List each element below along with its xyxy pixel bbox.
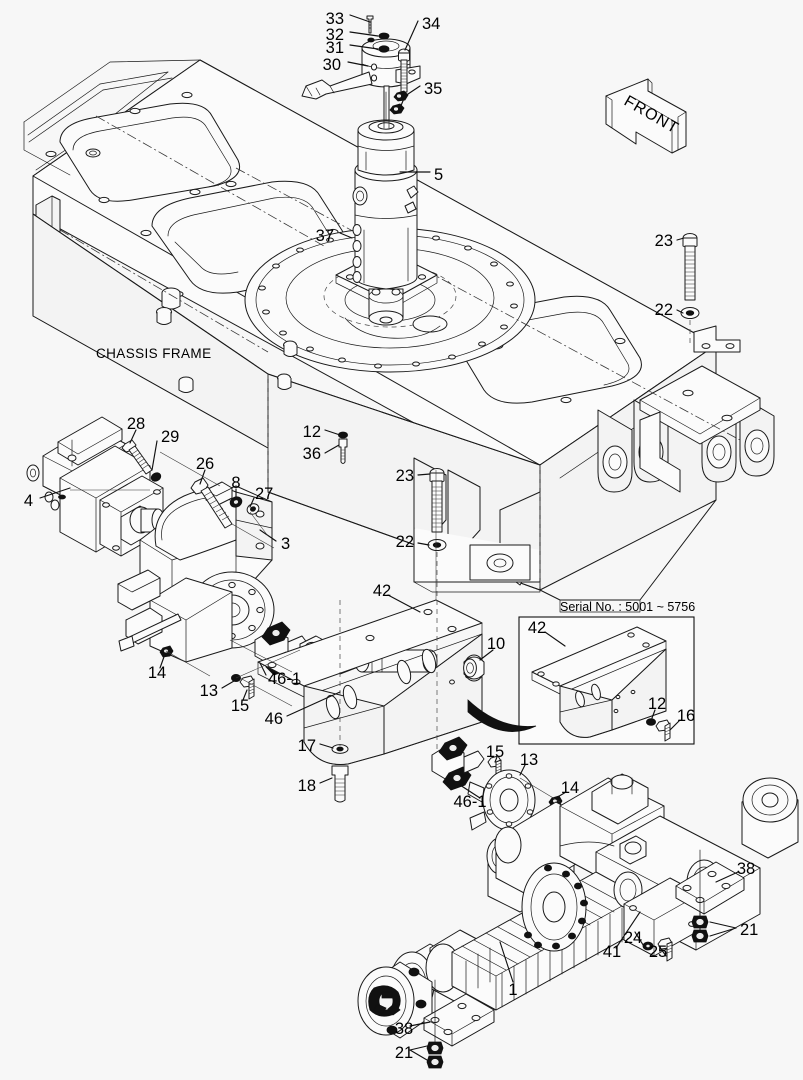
- callout-5: 5: [434, 166, 443, 184]
- frame-pins: [156, 287, 298, 393]
- callout-46-1-left: 46-1: [268, 670, 301, 688]
- callout-12: 12: [303, 423, 321, 441]
- deck-cutout-left: [45, 91, 240, 204]
- callout-21-left: 21: [395, 1044, 413, 1062]
- callout-28: 28: [127, 415, 145, 433]
- swing-control-group: [301, 15, 421, 121]
- part-21-nuts-left: [426, 1041, 444, 1069]
- part-18-bolt: [331, 765, 349, 803]
- part-28-bolt: [121, 439, 153, 475]
- callout-23-right: 23: [655, 232, 673, 250]
- part-16-bolt-inset: [655, 719, 671, 742]
- part-38-mount-plate-left: [423, 993, 495, 1047]
- inset-reference-swoosh: [467, 699, 537, 732]
- callout-32: 32: [326, 26, 344, 44]
- callout-15-left: 15: [231, 697, 249, 715]
- callout-18: 18: [298, 777, 316, 795]
- hub-flange-lower: [467, 769, 536, 831]
- part-23-bolt-center: [429, 468, 445, 533]
- travel-pump-assembly-3: [117, 481, 275, 663]
- serial-inset-box: Serial No. : 5001 ~ 5756: [518, 600, 695, 745]
- callout-15-lower: 15: [486, 743, 504, 761]
- part-29-washer: [150, 472, 162, 482]
- callout-13-left: 13: [200, 682, 218, 700]
- rear-bolt-bracket: [693, 325, 741, 353]
- callout-14-lower: 14: [561, 779, 579, 797]
- part-8-washer: [229, 496, 243, 508]
- part-22-washer-right: [680, 307, 700, 319]
- part-23-bolt-right: [682, 233, 698, 301]
- part-22-washer-center: [427, 539, 447, 551]
- part-38-mount-plate-right: [675, 861, 745, 915]
- callout-26: 26: [196, 455, 214, 473]
- callout-23-center: 23: [396, 467, 414, 485]
- callout-21-right: 21: [740, 921, 758, 939]
- callout-17: 17: [298, 737, 316, 755]
- part-31-nut: [378, 45, 390, 53]
- callout-37: 37: [316, 227, 334, 245]
- front-direction-arrow: FRONT: [605, 78, 687, 154]
- callout-3: 3: [281, 535, 290, 553]
- callout-14-left: 14: [148, 664, 166, 682]
- swing-motor-assembly-5: [335, 94, 438, 326]
- callout-30: 30: [323, 56, 341, 74]
- part-21-nuts-right: [691, 915, 709, 943]
- part-36-bolt: [338, 438, 348, 464]
- callout-31: 31: [326, 39, 344, 57]
- boom-mount-lugs: [597, 365, 775, 493]
- leader-lines: [39, 14, 739, 1061]
- callout-42-inset: 42: [528, 619, 546, 637]
- callout-1: 1: [508, 981, 517, 999]
- callout-22-right: 22: [655, 301, 673, 319]
- part-10-bushing: [463, 654, 485, 682]
- callout-27: 27: [255, 485, 273, 503]
- callout-13-lower: 13: [520, 751, 538, 769]
- part-12-washer-inset: [646, 718, 657, 726]
- callout-41: 41: [603, 943, 621, 961]
- callout-42-main: 42: [373, 582, 391, 600]
- chassis-frame-label: CHASSIS FRAME: [96, 346, 211, 361]
- callout-33: 33: [326, 10, 344, 28]
- serial-note-text: Serial No. : 5001 ~ 5756: [560, 600, 695, 614]
- callout-46-1-lower: 46-1: [453, 793, 486, 811]
- callout-29: 29: [161, 428, 179, 446]
- callout-22-center: 22: [396, 533, 414, 551]
- callout-24: 24: [624, 929, 642, 947]
- part-34-bolt: [398, 48, 410, 93]
- gear-pump-assembly-4: [26, 416, 165, 557]
- callout-12-inset: 12: [648, 695, 666, 713]
- axle-hub-flange: [521, 862, 589, 952]
- callout-46: 46: [265, 710, 283, 728]
- callout-16: 16: [677, 707, 695, 725]
- callout-8: 8: [231, 474, 240, 492]
- callout-35: 35: [424, 80, 442, 98]
- part-32-washer: [378, 32, 390, 40]
- callout-4: 4: [24, 492, 33, 510]
- part-25-bolt: [657, 937, 673, 962]
- callout-34: 34: [422, 15, 440, 33]
- part-26-bolt: [190, 477, 233, 529]
- callout-38-right: 38: [737, 860, 755, 878]
- callout-36: 36: [303, 445, 321, 463]
- callout-25: 25: [649, 943, 667, 961]
- callout-38-left: 38: [395, 1020, 413, 1038]
- axle-left-drum: [357, 961, 433, 1039]
- callout-numbers: 33 32 31 30 34 35 5 37 23 22 12 36 23 22…: [24, 10, 759, 1062]
- part-46-1-ujoint-lower: [431, 736, 485, 791]
- callout-10: 10: [487, 635, 505, 653]
